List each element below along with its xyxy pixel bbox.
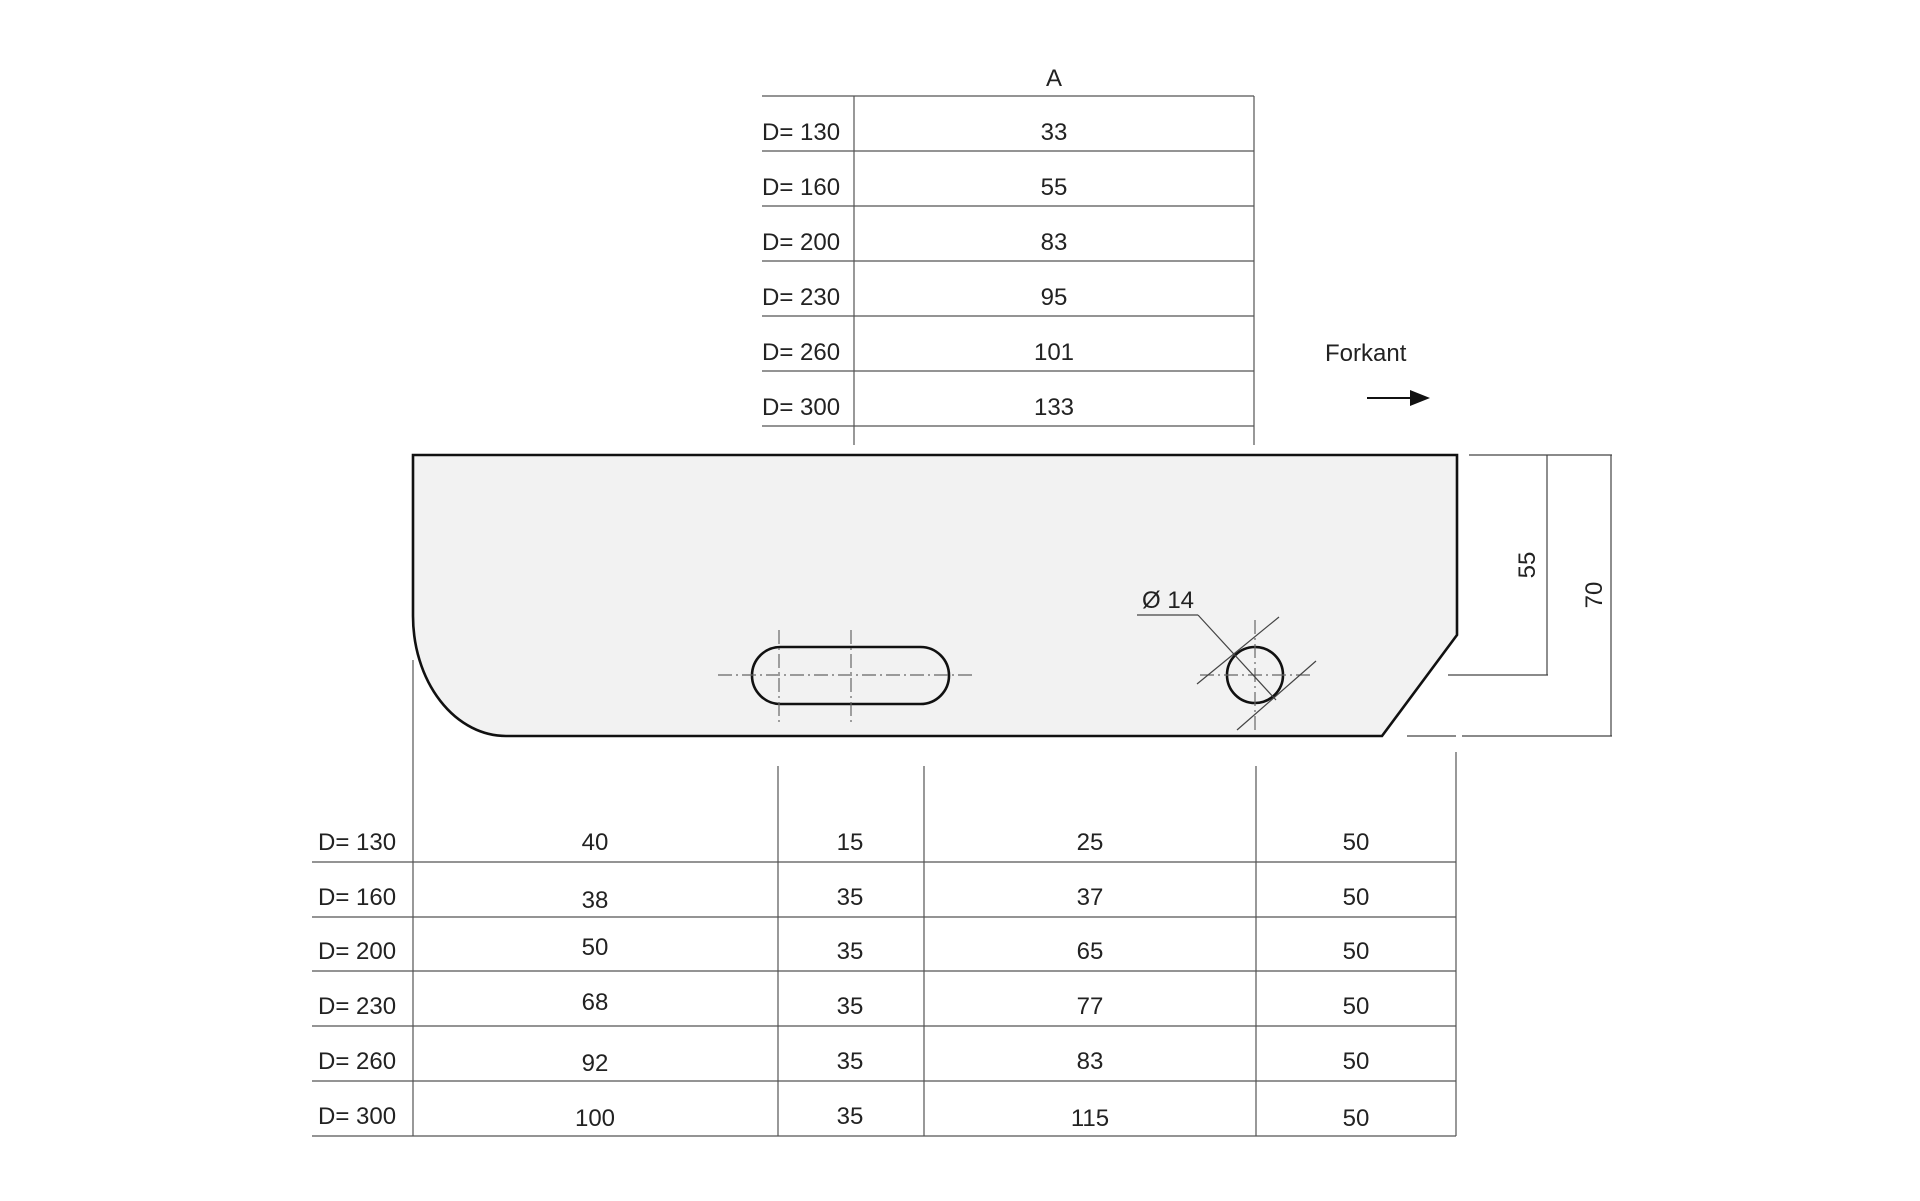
bottom-table-row-label: D= 260	[318, 1048, 396, 1075]
top-table-header: A	[1046, 65, 1062, 92]
bottom-table-cell: 115	[1071, 1105, 1109, 1132]
bottom-table-row-label: D= 300	[318, 1103, 396, 1130]
bottom-table-row-label: D= 230	[318, 993, 396, 1020]
top-table-row: D= 160 55	[762, 174, 1067, 201]
top-table-row-value: 83	[1041, 229, 1068, 256]
bottom-table-cell: 83	[1077, 1048, 1104, 1075]
arrow-right-icon	[1367, 390, 1430, 406]
bottom-table-cell: 50	[1343, 884, 1370, 911]
bottom-table-row: D= 260 92 35 83 50	[318, 1048, 1369, 1077]
bottom-table-cell: 37	[1077, 884, 1104, 911]
top-table-row-label: D= 160	[762, 174, 840, 201]
top-table-row-label: D= 130	[762, 119, 840, 146]
bottom-dimension-table: D= 130 40 15 25 50 D= 160 38 35 37 50 D=…	[312, 660, 1457, 1137]
bottom-table-row-label: D= 130	[318, 829, 396, 856]
bottom-table-cell: 35	[837, 993, 864, 1020]
top-table-row-value: 133	[1034, 394, 1074, 421]
bottom-table-cell: 35	[837, 884, 864, 911]
top-table-row: D= 260 101	[762, 339, 1074, 366]
bottom-table-cell: 65	[1077, 938, 1104, 965]
bottom-table-row: D= 160 38 35 37 50	[318, 884, 1369, 914]
bottom-table-grid	[312, 660, 1457, 1137]
hole-diameter-label: Ø 14	[1142, 587, 1194, 614]
bottom-table-cell: 50	[1343, 1105, 1370, 1132]
height-dimension-lines	[1407, 454, 1612, 737]
dimension-70: 70	[1581, 582, 1608, 609]
bottom-table-cell: 92	[582, 1050, 609, 1077]
bottom-table-cell: 35	[837, 1103, 864, 1130]
bottom-table-row-label: D= 160	[318, 884, 396, 911]
bottom-table-cell: 50	[1343, 993, 1370, 1020]
direction-label: Forkant	[1325, 340, 1407, 367]
bottom-table-cell: 100	[575, 1105, 615, 1132]
bottom-table-cell: 35	[837, 938, 864, 965]
bottom-table-cell: 25	[1077, 829, 1104, 856]
bottom-table-cell: 50	[1343, 1048, 1370, 1075]
bottom-table-cell: 68	[582, 989, 609, 1016]
top-table-row-value: 55	[1041, 174, 1068, 201]
bottom-table-cell: 50	[1343, 829, 1370, 856]
bottom-table-cell: 35	[837, 1048, 864, 1075]
slot-centerlines	[718, 630, 975, 722]
top-table-row-value: 33	[1041, 119, 1068, 146]
bottom-table-cell: 50	[582, 934, 609, 961]
bottom-table-row: D= 230 68 35 77 50	[318, 989, 1369, 1020]
bottom-table-row: D= 300 100 35 115 50	[318, 1103, 1369, 1132]
top-dimension-table: A D= 130 33 D= 160 55 D= 200 83 D= 230 9…	[762, 65, 1255, 445]
top-table-row-value: 95	[1041, 284, 1068, 311]
bottom-table-cell: 40	[582, 829, 609, 856]
top-table-row: D= 230 95	[762, 284, 1067, 311]
dimension-55: 55	[1514, 552, 1541, 579]
top-table-row: D= 300 133	[762, 394, 1074, 421]
bottom-table-cell: 15	[837, 829, 864, 856]
diameter-leader	[1137, 614, 1317, 731]
top-table-row: D= 130 33	[762, 119, 1067, 146]
top-table-grid	[762, 95, 1255, 445]
bottom-table-row: D= 200 50 35 65 50	[318, 934, 1369, 965]
top-table-row-value: 101	[1034, 339, 1074, 366]
bottom-table-cell: 38	[582, 887, 609, 914]
bottom-table-cell: 77	[1077, 993, 1104, 1020]
top-table-row-label: D= 200	[762, 229, 840, 256]
top-table-row-label: D= 230	[762, 284, 840, 311]
top-table-row-label: D= 300	[762, 394, 840, 421]
top-table-row: D= 200 83	[762, 229, 1067, 256]
bottom-table-row: D= 130 40 15 25 50	[318, 829, 1369, 856]
round-hole-centerlines	[1200, 620, 1310, 730]
bottom-table-row-label: D= 200	[318, 938, 396, 965]
top-table-row-label: D= 260	[762, 339, 840, 366]
part-outline	[411, 453, 1459, 738]
bottom-table-cell: 50	[1343, 938, 1370, 965]
